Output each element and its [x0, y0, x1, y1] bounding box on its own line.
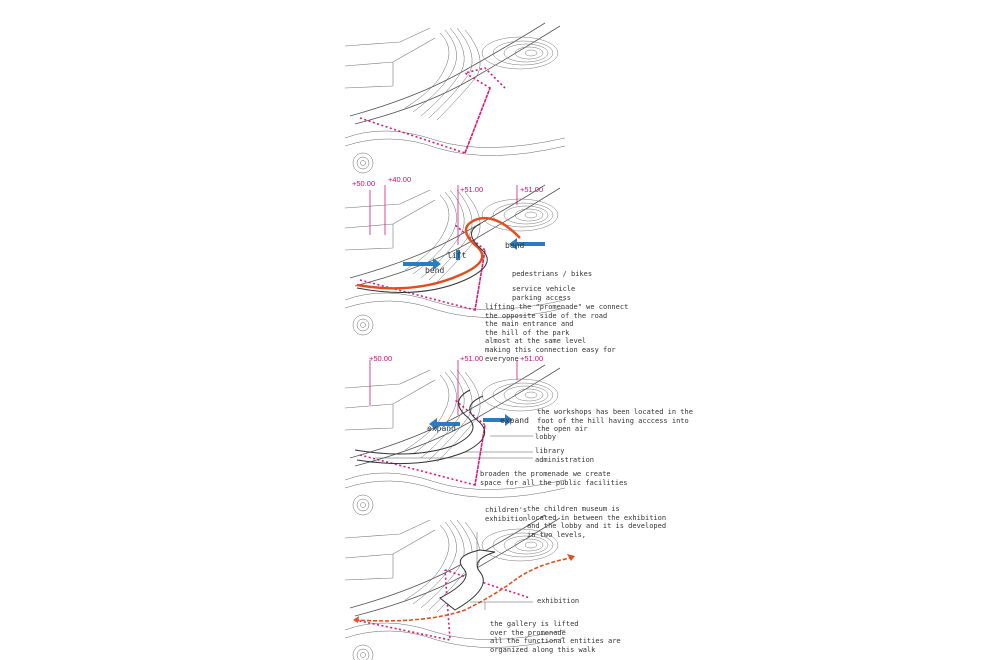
elevation-label: +50.00 — [369, 354, 393, 363]
bend-arrow-right — [509, 238, 545, 250]
panel-2-description: lifting the "promenade" we connect the o… — [485, 303, 629, 363]
lift-label: lift — [447, 251, 467, 260]
expand-label: expand — [427, 424, 456, 433]
service-label: service vehicle parking access — [512, 285, 576, 302]
panel-3-description: broaden the promenade we create space fo… — [480, 470, 628, 487]
library-label: library administration — [535, 447, 595, 464]
expand-label: expand — [500, 416, 529, 425]
expand-arrow-right — [483, 414, 513, 426]
panel-3-diagram — [344, 360, 566, 516]
elevation-label: +40.00 — [388, 175, 412, 184]
children-museum-description: the children museum is located in betwee… — [527, 505, 667, 539]
elevation-label: +51.00 — [460, 185, 484, 194]
gallery-volume — [439, 549, 496, 611]
exhibition-label: exhibition — [537, 597, 580, 605]
panel-4-diagram — [344, 514, 575, 660]
bend-label: bend — [425, 266, 445, 275]
pedestrians-label: pedestrians / bikes — [512, 270, 593, 278]
elevation-label: +51.00 — [460, 354, 484, 363]
elevation-label: +50.00 — [352, 179, 376, 188]
workshops-label: the workshops has been located in the fo… — [537, 408, 693, 434]
panel-2-diagram — [344, 184, 566, 336]
bend-label: bend — [505, 241, 525, 250]
expand-arrow-left — [429, 418, 460, 430]
elevation-label: +51.00 — [520, 185, 544, 194]
lobby-label: lobby — [535, 433, 557, 441]
panel-1-diagram — [344, 22, 566, 174]
bend-arrow-left — [403, 258, 441, 270]
lift-marker — [456, 250, 460, 260]
promenade-path — [356, 216, 521, 290]
elevation-label: +51.00 — [520, 354, 544, 363]
panel-4-description: the gallery is lifted over the promenade… — [490, 620, 621, 654]
childrens-exhibition-label: children's exhibition — [485, 506, 528, 523]
